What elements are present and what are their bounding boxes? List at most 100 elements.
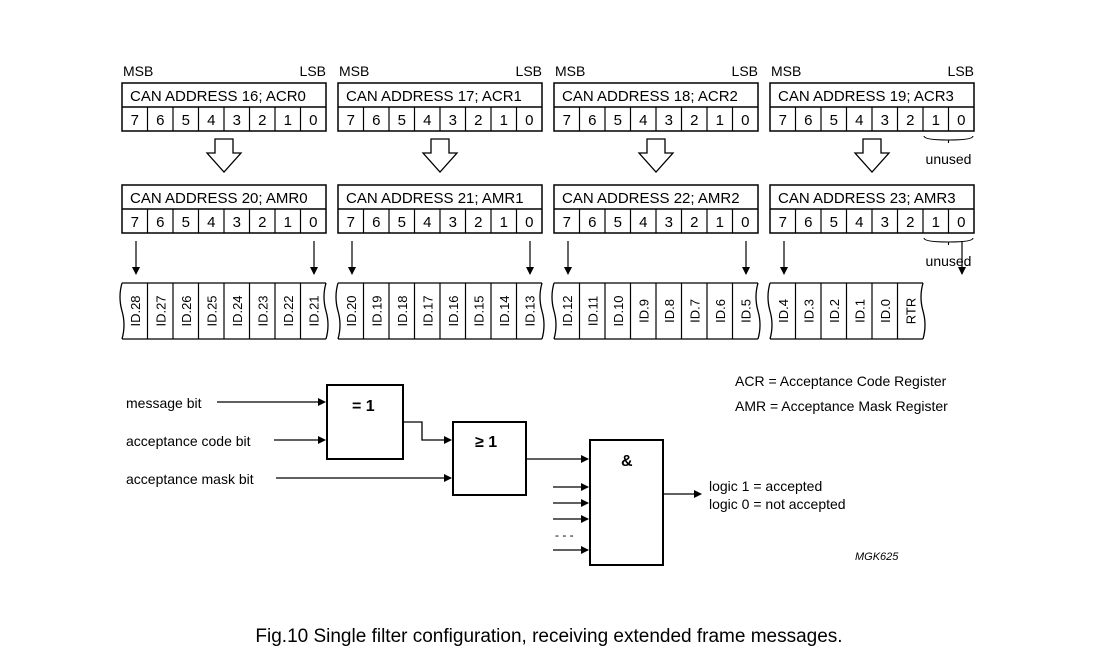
id-bit-label: ID.1	[852, 299, 867, 323]
msb-label: MSB	[339, 63, 369, 79]
id-bit-label: RTR	[903, 298, 918, 324]
bit-label: 6	[372, 214, 380, 231]
bit-label: 0	[525, 214, 533, 231]
id-bit-label: ID.10	[611, 295, 626, 326]
bit-label: 4	[423, 112, 431, 129]
register-label: CAN ADDRESS 17; ACR1	[346, 88, 522, 105]
bit-label: 6	[804, 112, 812, 129]
input-message-bit: message bit	[126, 395, 202, 411]
bit-label: 5	[614, 214, 622, 231]
msb-label: MSB	[555, 63, 585, 79]
input-acceptance-code-bit: acceptance code bit	[126, 433, 251, 449]
bit-label: 4	[207, 112, 215, 129]
bit-label: 0	[309, 214, 317, 231]
id-bit-label: ID.7	[687, 299, 702, 323]
unused-label: unused	[926, 253, 972, 269]
bit-label: 1	[716, 112, 724, 129]
bit-label: 0	[741, 214, 749, 231]
dashed-inputs: - - -	[555, 528, 574, 542]
logic-labels: message bit acceptance code bit acceptan…	[126, 373, 948, 647]
bit-label: 2	[474, 214, 482, 231]
logic-circuit	[217, 384, 702, 566]
bit-label: 2	[906, 214, 914, 231]
id-bit-label: ID.11	[585, 296, 600, 326]
bit-label: 6	[156, 214, 164, 231]
unused-brace	[923, 135, 974, 143]
id-bit-label: ID.2	[827, 299, 842, 323]
bit-label: 4	[855, 112, 863, 129]
bit-label: 0	[957, 214, 965, 231]
bit-label: 1	[932, 112, 940, 129]
unused-label: unused	[926, 151, 972, 167]
register-label: CAN ADDRESS 18; ACR2	[562, 88, 738, 105]
id-bit-label: ID.6	[713, 299, 728, 323]
bit-label: 5	[830, 214, 838, 231]
bit-label: 4	[855, 214, 863, 231]
bit-label: 7	[563, 214, 571, 231]
bit-label: 6	[588, 214, 596, 231]
bit-label: 5	[830, 112, 838, 129]
id-bit-label: ID.23	[255, 295, 270, 326]
bit-label: 6	[588, 112, 596, 129]
bit-label: 1	[716, 214, 724, 231]
id-bit-label: ID.14	[497, 295, 512, 326]
id-bit-label: ID.28	[128, 295, 143, 326]
bit-label: 2	[906, 112, 914, 129]
id-bit-label: ID.9	[636, 299, 651, 323]
bit-label: 6	[372, 112, 380, 129]
id-bit-label: ID.12	[560, 295, 575, 326]
figure-caption: Fig.10 Single filter configuration, rece…	[255, 626, 842, 647]
lsb-label: LSB	[732, 63, 758, 79]
and-gate-label: &	[621, 453, 633, 470]
id-bit-label: ID.18	[395, 295, 410, 326]
mask-arrow	[205, 138, 243, 173]
bit-label: 3	[233, 112, 241, 129]
bit-label: 6	[804, 214, 812, 231]
bit-label: 7	[131, 112, 139, 129]
register-label: CAN ADDRESS 20; AMR0	[130, 190, 308, 207]
bit-label: 4	[639, 112, 647, 129]
bit-label: 2	[474, 112, 482, 129]
id-bit-label: ID.20	[344, 295, 359, 326]
id-bit-label: ID.16	[446, 295, 461, 326]
id-bit-label: ID.26	[179, 295, 194, 326]
bit-label: 3	[665, 214, 673, 231]
figure-code: MGK625	[855, 551, 899, 563]
bit-label: 5	[398, 112, 406, 129]
id-bit-label: ID.8	[662, 299, 677, 323]
id-bit-label: ID.0	[878, 299, 893, 323]
bit-label: 0	[741, 112, 749, 129]
or-gate-label: ≥ 1	[475, 434, 497, 451]
bit-label: 1	[500, 214, 508, 231]
id-bit-label: ID.5	[738, 299, 753, 323]
id-bit-label: ID.3	[801, 299, 816, 323]
mask-arrow	[421, 138, 459, 173]
register-label: CAN ADDRESS 23; AMR3	[778, 190, 956, 207]
bit-label: 1	[284, 112, 292, 129]
bit-label: 1	[500, 112, 508, 129]
bit-label: 7	[779, 214, 787, 231]
bit-label: 5	[182, 214, 190, 231]
bit-label: 3	[233, 214, 241, 231]
bit-label: 4	[423, 214, 431, 231]
input-acceptance-mask-bit: acceptance mask bit	[126, 471, 254, 487]
bit-label: 0	[957, 112, 965, 129]
register-label: CAN ADDRESS 19; ACR3	[778, 88, 954, 105]
bit-label: 1	[284, 214, 292, 231]
legend-amr: AMR = Acceptance Mask Register	[735, 398, 948, 414]
msb-label: MSB	[123, 63, 153, 79]
bit-label: 2	[690, 214, 698, 231]
xor-gate-label: = 1	[352, 398, 375, 415]
bit-label: 6	[156, 112, 164, 129]
bit-label: 2	[258, 214, 266, 231]
bit-label: 3	[665, 112, 673, 129]
bit-label: 5	[398, 214, 406, 231]
